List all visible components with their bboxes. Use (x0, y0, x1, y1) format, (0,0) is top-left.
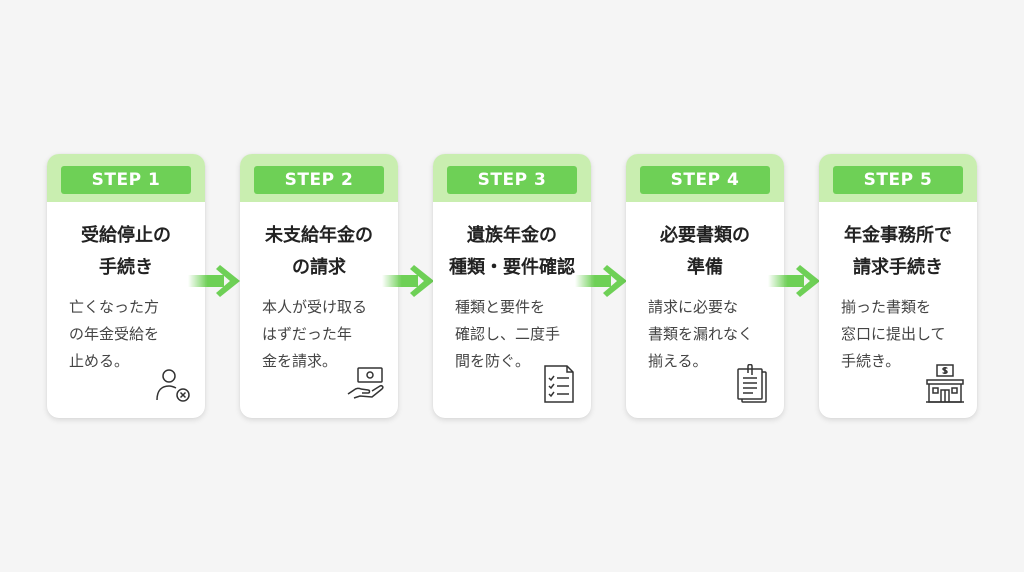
step-badge: STEP 1 (61, 166, 191, 194)
step-title-line: 未支給年金の (265, 225, 373, 246)
step-title: 受給停止の 手続き (51, 220, 201, 284)
person-remove-icon (156, 369, 190, 402)
step-desc-line: 金を請求。 (262, 352, 338, 370)
step-title-line: 受給停止の (81, 225, 171, 246)
step-title: 年金事務所で 請求手続き (823, 220, 973, 284)
money-hand-icon (347, 367, 384, 399)
checklist-icon (544, 365, 574, 403)
step-description: 揃った書類を 窓口に提出して 手続き。 (841, 294, 971, 375)
step-desc-line: 本人が受け取る (262, 298, 368, 316)
step-card-5: STEP 5 年金事務所で 請求手続き 揃った書類を 窓口に提出して 手続き。 (819, 154, 977, 418)
step-title-line: 種類・要件確認 (449, 257, 575, 278)
step-title: 遺族年金の 種類・要件確認 (437, 220, 587, 284)
office-building-icon (926, 364, 964, 403)
step-desc-line: 書類を漏れなく (648, 325, 754, 343)
step-desc-line: 揃える。 (648, 352, 708, 370)
step-title: 必要書類の 準備 (630, 220, 780, 284)
step-desc-line: の年金受給を (69, 325, 160, 343)
step-desc-line: 揃った書類を (841, 298, 932, 316)
step-card-3: STEP 3 遺族年金の 種類・要件確認 種類と要件を 確認し、二度手 間を防ぐ… (433, 154, 591, 418)
step-desc-line: 止める。 (69, 352, 130, 370)
step-description: 亡くなった方 の年金受給を 止める。 (69, 294, 199, 375)
step-header: STEP 1 (47, 154, 205, 202)
step-title-line: の請求 (292, 257, 346, 278)
flow-arrow-2 (382, 265, 434, 297)
step-card-1: STEP 1 受給停止の 手続き 亡くなった方 の年金受給を 止める。 (47, 154, 205, 418)
documents-clip-icon (737, 364, 767, 403)
step-title: 未支給年金の の請求 (244, 220, 394, 284)
step-header: STEP 5 (819, 154, 977, 202)
step-header: STEP 4 (626, 154, 784, 202)
step-header: STEP 3 (433, 154, 591, 202)
step-desc-line: 亡くなった方 (69, 298, 160, 316)
step-desc-line: 間を防ぐ。 (455, 352, 531, 370)
step-badge: STEP 2 (254, 166, 384, 194)
step-header: STEP 2 (240, 154, 398, 202)
flow-arrow-3 (575, 265, 627, 297)
step-title-line: 手続き (99, 257, 153, 278)
flow-arrow-4 (768, 265, 820, 297)
step-badge: STEP 5 (833, 166, 963, 194)
step-desc-line: 請求に必要な (648, 298, 739, 316)
step-desc-line: 手続き。 (841, 352, 901, 370)
step-desc-line: はずだった年 (262, 325, 352, 343)
step-title-line: 請求手続き (853, 257, 943, 278)
step-title-line: 必要書類の (660, 225, 750, 246)
step-card-4: STEP 4 必要書類の 準備 請求に必要な 書類を漏れなく 揃える。 (626, 154, 784, 418)
step-description: 本人が受け取る はずだった年 金を請求。 (262, 294, 392, 375)
step-desc-line: 種類と要件を (455, 298, 546, 316)
step-card-2: STEP 2 未支給年金の の請求 本人が受け取る はずだった年 金を請求。 (240, 154, 398, 418)
step-title-line: 準備 (687, 257, 723, 278)
flow-arrow-1 (188, 265, 240, 297)
step-badge: STEP 4 (640, 166, 770, 194)
step-title-line: 遺族年金の (467, 225, 557, 246)
step-desc-line: 確認し、二度手 (455, 325, 561, 343)
step-badge: STEP 3 (447, 166, 577, 194)
step-description: 種類と要件を 確認し、二度手 間を防ぐ。 (455, 294, 585, 375)
step-desc-line: 窓口に提出して (841, 325, 946, 343)
step-title-line: 年金事務所で (844, 225, 952, 246)
step-description: 請求に必要な 書類を漏れなく 揃える。 (648, 294, 778, 375)
